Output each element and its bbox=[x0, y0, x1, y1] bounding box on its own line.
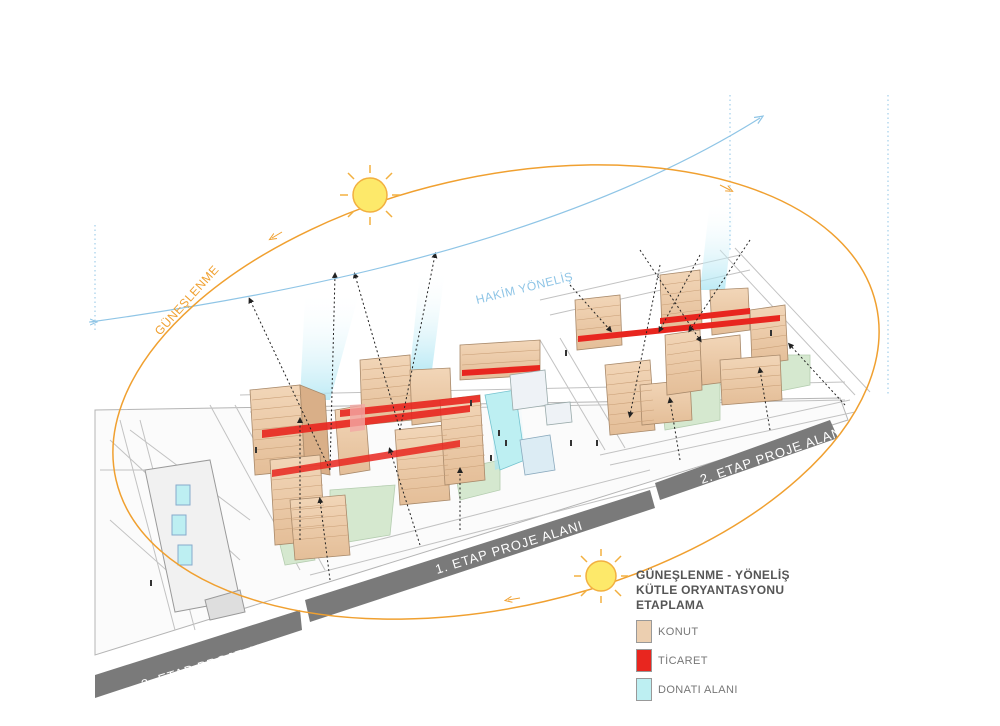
legend-label: KONUT bbox=[658, 626, 699, 638]
legend-swatch bbox=[636, 620, 652, 643]
stage-band-2 bbox=[655, 420, 838, 500]
legend-label: DONATI ALANI bbox=[658, 684, 738, 696]
legend-label: TİCARET bbox=[658, 655, 708, 667]
social-facilities bbox=[484, 369, 573, 476]
commercial-bands bbox=[262, 308, 780, 477]
orientation-arrows bbox=[248, 239, 846, 581]
wind-label: HAKİM YÖNELİŞ bbox=[474, 269, 574, 307]
legend-title-line: GÜNEŞLENME - YÖNELİŞ bbox=[636, 568, 790, 582]
stage-bands bbox=[95, 420, 838, 698]
legend: GÜNEŞLENME - YÖNELİŞ KÜTLE ORYANTASYONU … bbox=[636, 568, 876, 701]
sun-icon bbox=[340, 165, 400, 225]
left-structures bbox=[144, 459, 246, 621]
legend-title-line: KÜTLE ORYANTASYONU bbox=[636, 583, 785, 597]
road-lines bbox=[100, 247, 871, 631]
sun-orbit bbox=[112, 164, 880, 620]
sun-icon bbox=[574, 549, 628, 603]
stage-band-3 bbox=[95, 610, 302, 698]
wind-guides bbox=[94, 95, 889, 395]
legend-swatch bbox=[636, 678, 652, 701]
stage-band-1 bbox=[305, 490, 655, 622]
pedestrians bbox=[150, 330, 772, 586]
legend-title: GÜNEŞLENME - YÖNELİŞ KÜTLE ORYANTASYONU … bbox=[636, 568, 876, 613]
sun-path-label: GÜNEŞLENME bbox=[152, 262, 222, 338]
legend-title-line: ETAPLAMA bbox=[636, 598, 705, 612]
legend-swatch bbox=[636, 649, 652, 672]
